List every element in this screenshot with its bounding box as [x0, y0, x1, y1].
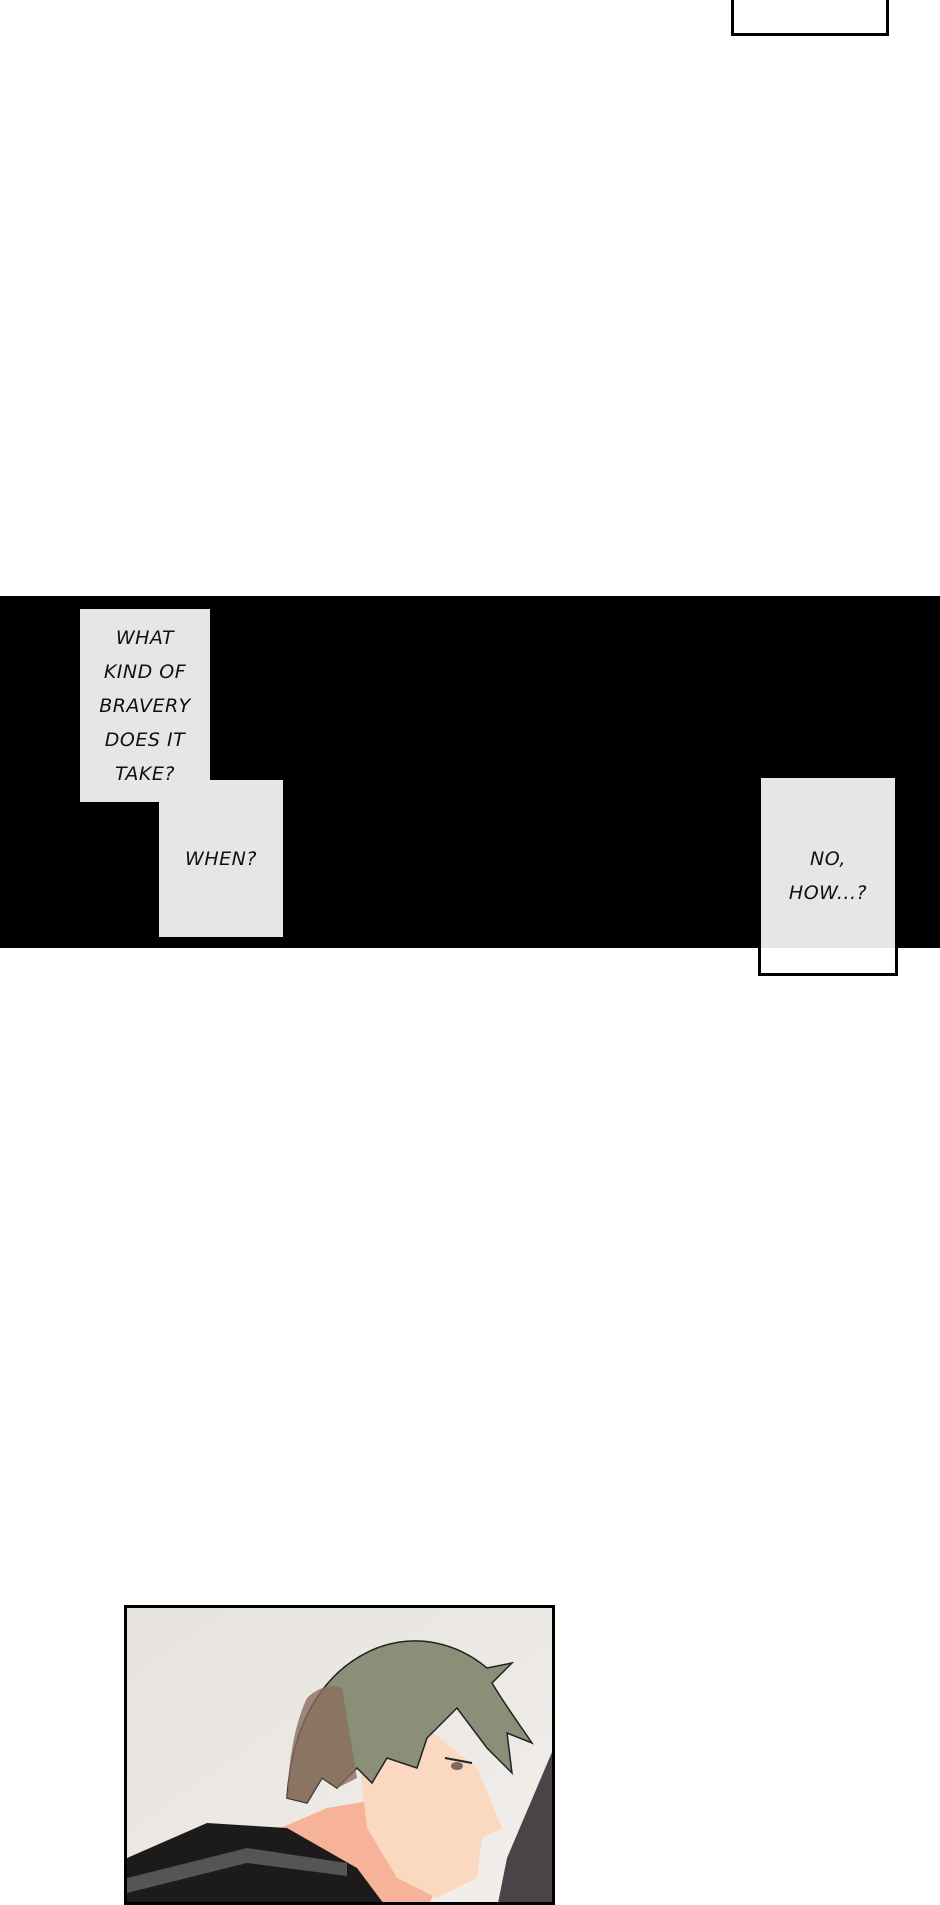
face [357, 1728, 502, 1898]
dark-object [498, 1752, 552, 1902]
hair-shadow [287, 1686, 357, 1803]
caption-box-when: WHEN? [159, 780, 283, 937]
eye [444, 1757, 473, 1764]
caption-box-bravery: WHAT KIND OF BRAVERY DOES IT TAKE? [80, 609, 210, 802]
strap [127, 1848, 347, 1893]
caption-box-how: NO, HOW...? [758, 778, 898, 976]
eye-iris [451, 1762, 463, 1770]
empty-panel-frame [731, 0, 889, 36]
character-illustration [127, 1608, 552, 1902]
character-panel [124, 1605, 555, 1905]
